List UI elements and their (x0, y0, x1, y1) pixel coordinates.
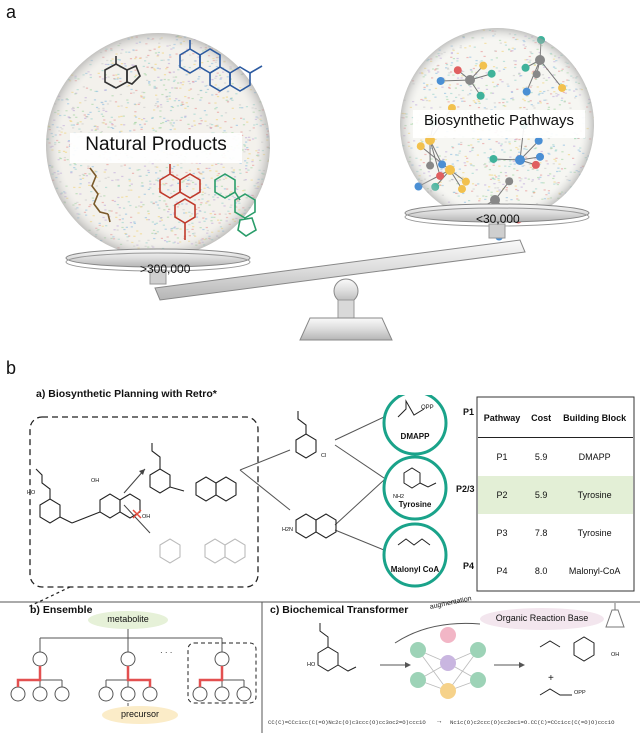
atom-cl: Cl (321, 453, 327, 459)
transformer-title: c) Biochemical Transformer (270, 604, 409, 616)
atom-h2n: H2N (282, 527, 294, 533)
cell-cost: 5.9 (526, 475, 557, 514)
biosynthetic-pathways-label: Biosynthetic Pathways (423, 112, 575, 129)
cell-cost: 8.0 (534, 565, 548, 576)
dmapp-circle (382, 395, 448, 456)
malonyl-coa-circle (382, 522, 448, 588)
path-label-p1: P1 (463, 407, 475, 417)
target-molecule-box (29, 416, 259, 588)
cell-pathway: P4 (496, 565, 508, 576)
intermediate-molecule (149, 443, 237, 502)
pathways-count: <30,000 (476, 212, 520, 226)
precursor-label: precursor (120, 709, 159, 719)
atom-nh2: NH2 (393, 494, 405, 500)
panel-a-figure (46, 28, 594, 341)
smiles-output: Nc1c(O)c2ccc(O)cc2oc1=O.CC(C)=CCc1cc(C(=… (450, 719, 615, 726)
atom-oh-tr: OH (611, 652, 620, 658)
retro-section-title: a) Biosynthetic Planning with Retro* (36, 388, 217, 400)
table-header-building-block: Building Block (556, 399, 633, 438)
cell-pathway: P2 (478, 475, 527, 514)
reject-mark (132, 509, 142, 519)
table-header-pathway: Pathway (478, 399, 527, 438)
biosynthetic-pathways-label-box (413, 110, 585, 138)
panel-b-letter: b (6, 358, 17, 378)
table-row: P3 7.8 Tyrosine (478, 514, 633, 552)
transformer-network (380, 608, 604, 699)
natural-products-label: Natural Products (85, 134, 227, 155)
atom-ho: HO (27, 490, 36, 496)
bb-tyrosine-label: Tyrosine (398, 500, 432, 509)
atom-oh: OH (91, 478, 100, 484)
ensemble-title: b) Ensemble (30, 604, 93, 616)
cell-block: Tyrosine (577, 527, 612, 538)
branch-arrows (239, 416, 385, 551)
path-label-p23: P2/3 (456, 484, 475, 494)
fragment-molecules (295, 411, 337, 539)
atom-opp-tr: OPP (574, 690, 586, 696)
cell-block: DMAPP (578, 451, 611, 462)
table-header-cost: Cost (526, 399, 557, 438)
bb-malonyl-coa-label: Malonyl CoA (390, 565, 440, 574)
target-molecule (35, 468, 141, 524)
table-row: P4 8.0 Malonyl-CoA (478, 552, 633, 590)
cell-block: Tyrosine (556, 475, 633, 514)
transformer-molecules (317, 623, 595, 696)
metabolite-label: metabolite (107, 614, 149, 624)
table-row-highlighted: P2 5.9 Tyrosine (478, 475, 633, 514)
ensemble-tree (10, 611, 257, 724)
tyrosine-circle (382, 455, 448, 521)
pathway-table: Pathway Cost Building Block P1 5.9 DMAPP… (478, 399, 633, 590)
smiles-arrow: → (437, 718, 442, 726)
cell-pathway: P1 (496, 451, 508, 462)
plus-sign: + (548, 673, 554, 684)
cell-cost: 7.8 (534, 527, 548, 538)
molecule-icons (89, 40, 263, 240)
atom-oh-2: OH (142, 514, 151, 520)
cell-block: Malonyl-CoA (568, 565, 621, 576)
bb-dmapp-opp: OPP (421, 405, 434, 411)
natural-products-count: >300,000 (140, 262, 191, 276)
bb-dmapp-label: DMAPP (400, 432, 430, 441)
rejected-molecule (159, 538, 246, 564)
cell-cost: 5.9 (534, 451, 548, 462)
panel-a-letter: a (6, 2, 17, 22)
smiles-input: CC(C)=CCc1cc(C(=O)Nc2c(O)c3ccc(O)cc3oc2=… (268, 719, 426, 726)
flask-icon (605, 603, 625, 628)
atom-ho-tr: HO (307, 662, 316, 668)
table-row: P1 5.9 DMAPP (478, 437, 633, 476)
ellipsis: · · · (160, 648, 173, 657)
reaction-base-label: Organic Reaction Base (495, 613, 589, 623)
path-label-p4: P4 (463, 561, 475, 571)
natural-products-label-box (70, 133, 242, 163)
cell-pathway: P3 (496, 527, 508, 538)
balance-scale (65, 203, 590, 341)
